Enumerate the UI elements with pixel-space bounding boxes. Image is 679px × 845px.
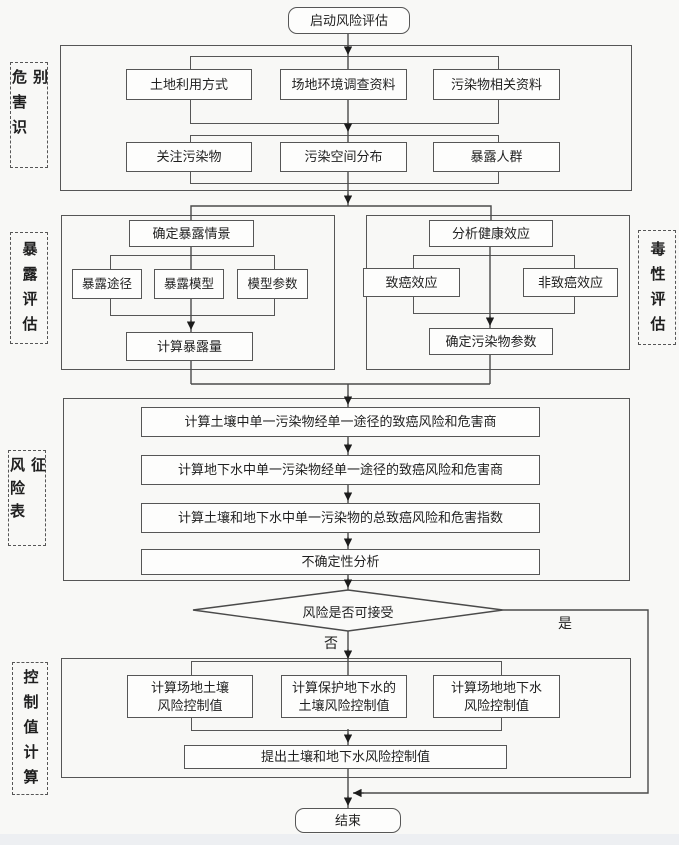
box-uncertainty-analysis: 不确定性分析	[141, 549, 540, 575]
box-protect-groundwater-control: 计算保护地下水的 土壤风险控制值	[281, 675, 407, 718]
box-exposure-model: 暴露模型	[154, 269, 224, 299]
label-no: 否	[324, 637, 338, 652]
decision-diamond-shape	[192, 589, 504, 632]
box-non-carcinogenic-effect: 非致癌效应	[523, 268, 618, 297]
stage-label-hazard: 危害识别	[10, 62, 48, 168]
start-node: 启动风险评估	[288, 7, 410, 34]
stage-label-toxicity: 毒性评估	[638, 230, 676, 345]
box-pollution-distribution: 污染空间分布	[280, 142, 407, 172]
box-concerned-pollutants: 关注污染物	[126, 142, 252, 172]
box-groundwater-single-risk: 计算地下水中单一污染物经单一途径的致癌风险和危害商	[141, 455, 540, 485]
box-exposure-pathway: 暴露途径	[72, 269, 142, 299]
box-site-survey-data: 场地环境调查资料	[280, 69, 407, 100]
box-carcinogenic-effect: 致癌效应	[363, 268, 460, 297]
box-pollutant-parameters: 确定污染物参数	[429, 328, 553, 355]
box-exposure-scenario: 确定暴露情景	[129, 220, 254, 247]
box-land-use: 土地利用方式	[126, 69, 252, 100]
box-soil-single-risk: 计算土壤中单一污染物经单一途径的致癌风险和危害商	[141, 407, 540, 437]
box-site-groundwater-control: 计算场地地下水 风险控制值	[433, 675, 560, 718]
box-total-risk: 计算土壤和地下水中单一污染物的总致癌风险和危害指数	[141, 503, 540, 533]
branch-line	[190, 205, 492, 220]
hazard-identification-panel	[60, 45, 632, 191]
stage-label-exposure: 暴露评估	[10, 232, 48, 344]
stage-label-control: 控制值计算	[12, 662, 48, 795]
box-health-effects: 分析健康效应	[429, 220, 553, 247]
end-node: 结束	[295, 808, 401, 833]
exposure-assessment-panel	[61, 215, 335, 370]
box-pollutant-data: 污染物相关资料	[433, 69, 560, 100]
decision-risk-acceptable: 风险是否可接受	[302, 604, 394, 620]
label-yes: 是	[558, 617, 572, 632]
box-exposed-population: 暴露人群	[433, 142, 560, 172]
box-site-soil-control: 计算场地土壤 风险控制值	[127, 675, 253, 718]
box-propose-control-values: 提出土壤和地下水风险控制值	[184, 745, 507, 769]
stage-label-characterization: 风险表征	[8, 450, 46, 546]
box-model-parameters: 模型参数	[237, 269, 308, 299]
footer-bar	[0, 834, 679, 845]
box-exposure-calculation: 计算暴露量	[126, 332, 253, 361]
yes-branch-line	[353, 609, 649, 794]
